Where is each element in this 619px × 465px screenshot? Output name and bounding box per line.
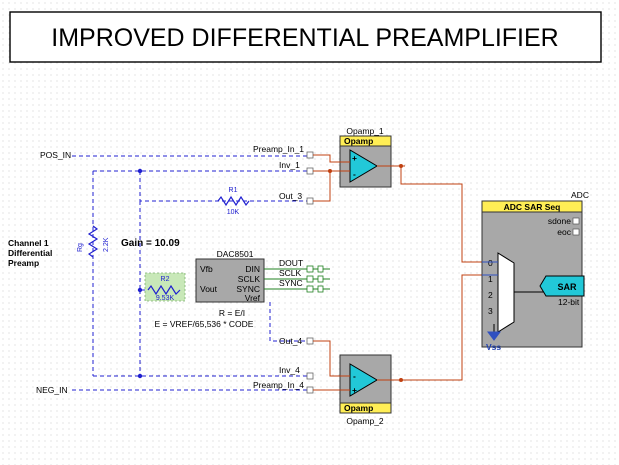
dac-pin-vfb: Vfb <box>200 264 213 274</box>
adc-vss: Vss <box>486 342 501 352</box>
channel-label-line1: Channel 1 <box>8 238 49 248</box>
rg-value: 2.2K <box>103 237 110 252</box>
digital-terminals <box>306 265 324 293</box>
terminal-out-3 <box>306 197 314 205</box>
dac-pin-vout: Vout <box>200 284 218 294</box>
net-label-preamp-in-4: Preamp_In_4 <box>253 380 304 390</box>
adc-eoc: eoc <box>557 227 571 237</box>
opamp-1-type: Opamp <box>344 136 373 146</box>
pos-in-label: POS_IN <box>40 150 71 160</box>
equation-r: R = E/I <box>219 308 245 318</box>
dac-pin-din: DIN <box>245 264 260 274</box>
sar-block <box>539 275 585 297</box>
dac-body <box>195 258 265 303</box>
resistor-r1[interactable]: R1 10K <box>217 187 250 216</box>
adc-input-0: 0 <box>488 258 493 268</box>
opamp-1-instance: Opamp_1 <box>346 126 384 136</box>
adc-type: ADC SAR Seq <box>504 202 561 212</box>
net-label-out-4: Out_4 <box>279 336 302 346</box>
opamp-2-instance: Opamp_2 <box>346 416 384 426</box>
junction-dots <box>137 168 143 379</box>
opamp-1-plus: + <box>352 153 357 163</box>
adc-header <box>481 200 583 213</box>
dac-pin-sclk: SCLK <box>238 274 261 284</box>
r2-symbol <box>147 284 181 296</box>
analog-junctions <box>328 164 403 382</box>
resistor-r2[interactable]: R2 9.53K <box>144 272 186 302</box>
rg-symbol <box>87 225 99 258</box>
opamp-1-component[interactable]: Opamp_1 Opamp + - <box>339 126 392 188</box>
vss-ground-icon <box>487 331 501 341</box>
adc-input-1: 1 <box>488 274 493 284</box>
terminal-inv-4 <box>306 372 314 380</box>
opamp-2-type: Opamp <box>344 403 373 413</box>
net-label-out-3: Out_3 <box>279 191 302 201</box>
channel-label-line3: Preamp <box>8 258 39 268</box>
channel-label-line2: Differential <box>8 248 52 258</box>
adc-sar-label: SAR <box>557 282 577 292</box>
opamp-2-component[interactable]: - + Opamp Opamp_2 <box>339 354 392 426</box>
terminal-preamp-in-1 <box>306 151 314 159</box>
resistor-rg[interactable]: Rg 2.2K <box>77 225 110 258</box>
gain-label: Gain = 10.09 <box>121 238 180 249</box>
opamp-2-header <box>339 402 392 414</box>
adc-component[interactable]: ADC ADC SAR Seq sdone eoc 0 1 2 3 SAR 12… <box>481 190 589 352</box>
adc-input-3: 3 <box>488 306 493 316</box>
net-label-inv-1: Inv_1 <box>279 160 300 170</box>
equation-e: E = VREF/65,536 * CODE <box>155 319 254 329</box>
net-label-sclk: SCLK <box>279 268 302 278</box>
terminal-preamp-in-4 <box>306 386 314 394</box>
dac-pin-sync: SYNC <box>236 284 260 294</box>
r1-symbol <box>217 195 250 207</box>
opamp-1-minus: - <box>353 169 356 179</box>
net-label-dout: DOUT <box>279 258 303 268</box>
opamp-1-header <box>339 135 392 147</box>
opamp-2-triangle-icon <box>349 363 378 397</box>
r1-value: 10K <box>227 209 240 216</box>
dac-name: DAC8501 <box>217 249 254 259</box>
title-box <box>9 11 602 63</box>
page-title: IMPROVED DIFFERENTIAL PREAMPLIFIER <box>51 24 558 52</box>
dac8501-component[interactable]: DAC8501 Vfb Vout DIN SCLK SYNC Vref <box>195 249 265 303</box>
adc-bits: 12-bit <box>558 297 580 307</box>
net-terminals <box>306 151 314 394</box>
r2-name: R2 <box>161 276 170 283</box>
opamp-2-plus: + <box>352 385 357 395</box>
r2-value: 9.53K <box>156 295 175 302</box>
terminal-out-4 <box>306 337 314 345</box>
dac-pin-vref: Vref <box>245 293 261 303</box>
rg-name: Rg <box>77 243 84 252</box>
adc-input-2: 2 <box>488 290 493 300</box>
terminal-inv-1 <box>306 167 314 175</box>
opamp-2-minus: - <box>353 371 356 381</box>
adc-input-lines <box>482 261 498 276</box>
neg-in-label: NEG_IN <box>36 385 68 395</box>
analog-wires <box>313 154 482 391</box>
adc-name: ADC <box>571 190 589 200</box>
net-label-sync: SYNC <box>279 278 303 288</box>
r1-name: R1 <box>229 187 238 194</box>
net-label-preamp-in-1: Preamp_In_1 <box>253 144 304 154</box>
net-label-inv-4: Inv_4 <box>279 365 300 375</box>
adc-output-terminals <box>572 217 580 236</box>
opamp-1-triangle-icon <box>349 149 378 183</box>
adc-sdone: sdone <box>548 216 571 226</box>
adc-mux-symbol <box>497 252 515 333</box>
